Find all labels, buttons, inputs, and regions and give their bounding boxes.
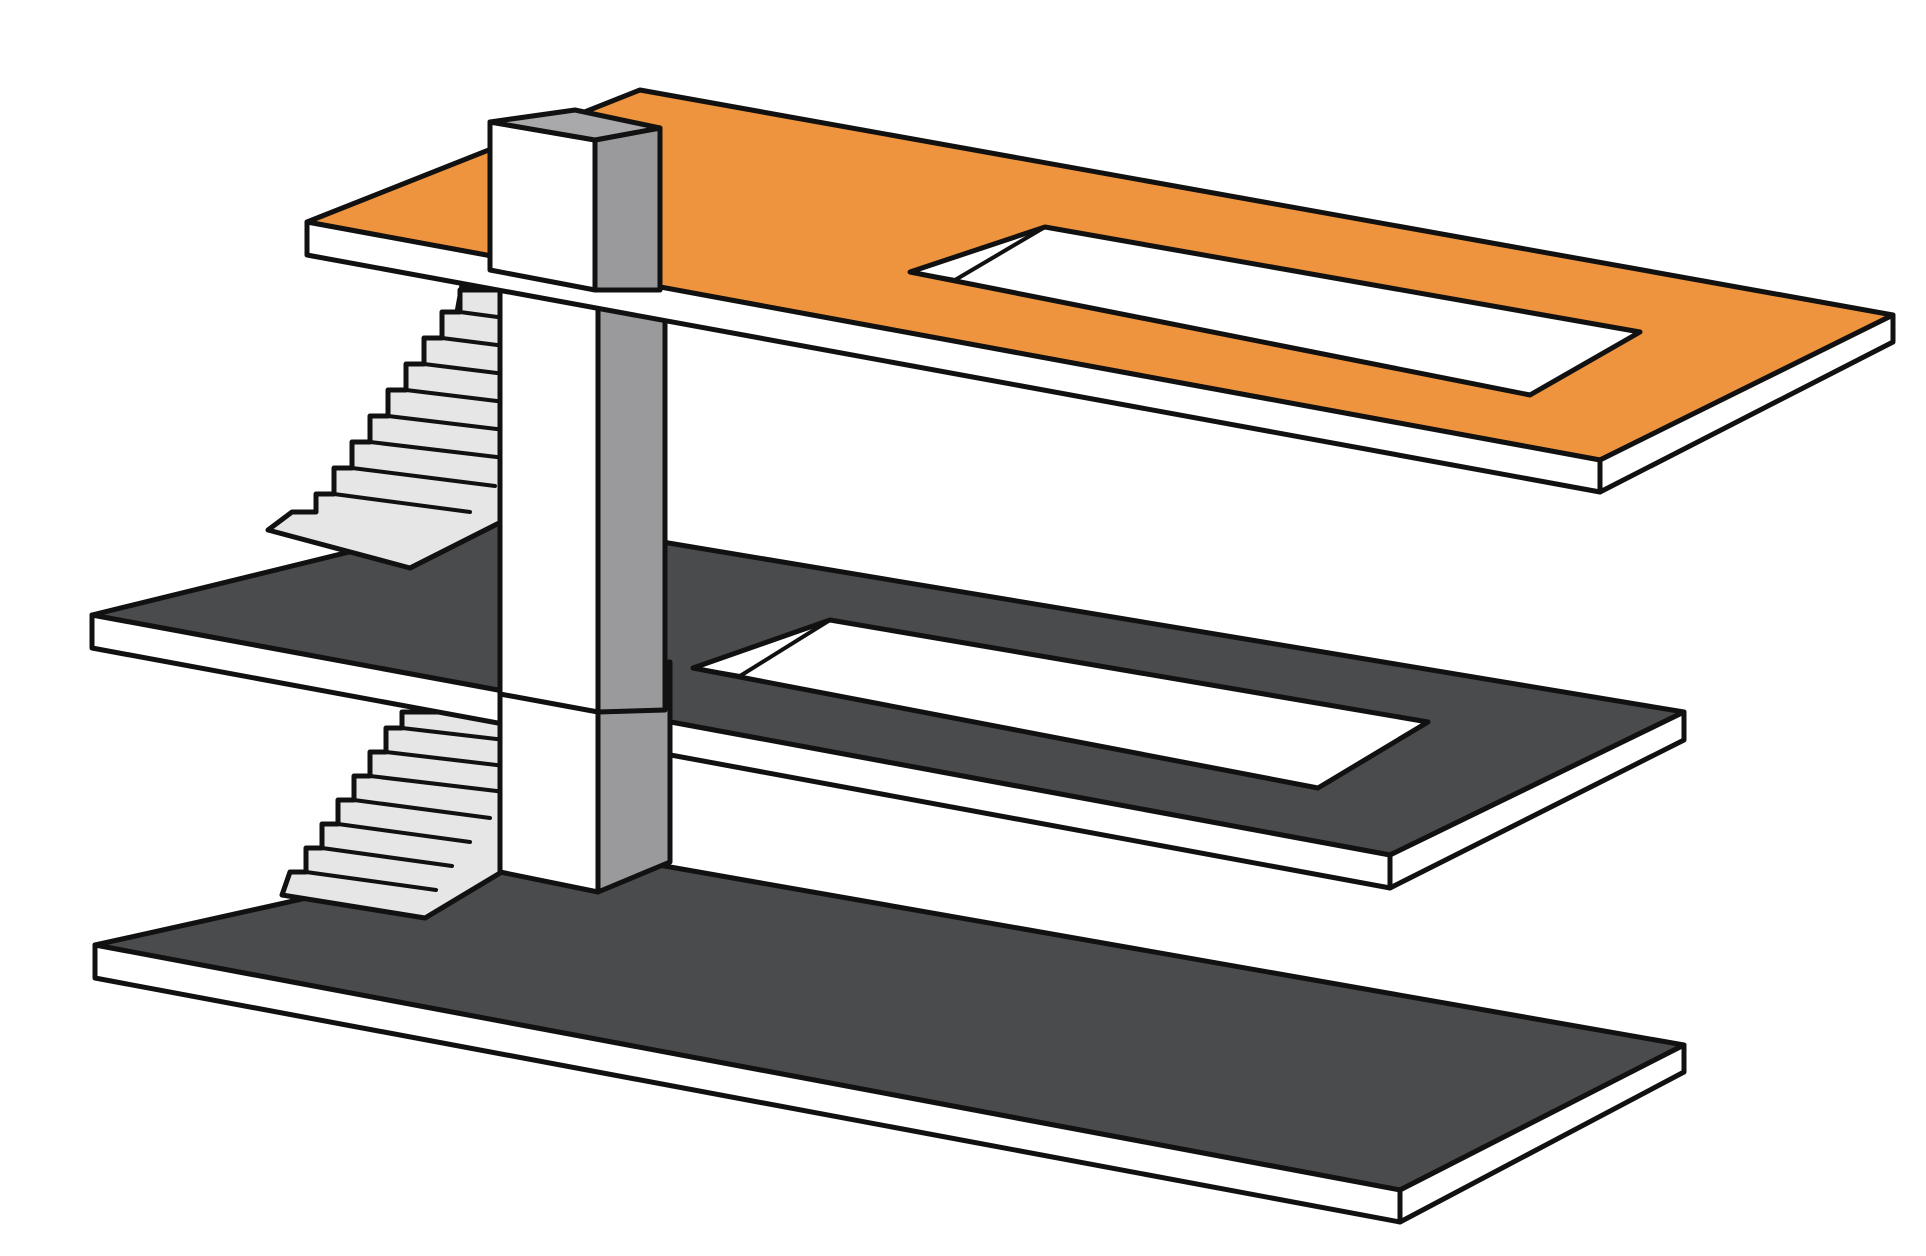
top-floor-slab-side: [1597, 312, 1896, 495]
stairs-lower: [279, 697, 508, 921]
middle-floor-opening: [690, 617, 1431, 791]
stairs-lower-steps: [304, 726, 507, 892]
column-middle-side: [595, 297, 668, 715]
bottom-floor: [92, 842, 1687, 1225]
stairs-upper-steps: [332, 310, 507, 514]
column-top: [487, 107, 663, 293]
bottom-floor-slab-side: [1397, 1042, 1687, 1225]
column-middle: [497, 279, 668, 715]
column-middle-front: [497, 279, 601, 715]
column-top-cap: [487, 107, 663, 143]
middle-floor-opening-lip: [691, 618, 832, 678]
stairs-upper-body: [265, 287, 508, 571]
middle-floor-slab-side: [1387, 709, 1687, 891]
top-floor-opening: [907, 224, 1643, 398]
column-top-front: [487, 119, 598, 293]
column-top-side: [592, 125, 663, 293]
middle-floor: [89, 512, 1687, 891]
stairs-upper: [265, 282, 508, 571]
top-floor-opening-lip: [908, 225, 1047, 282]
